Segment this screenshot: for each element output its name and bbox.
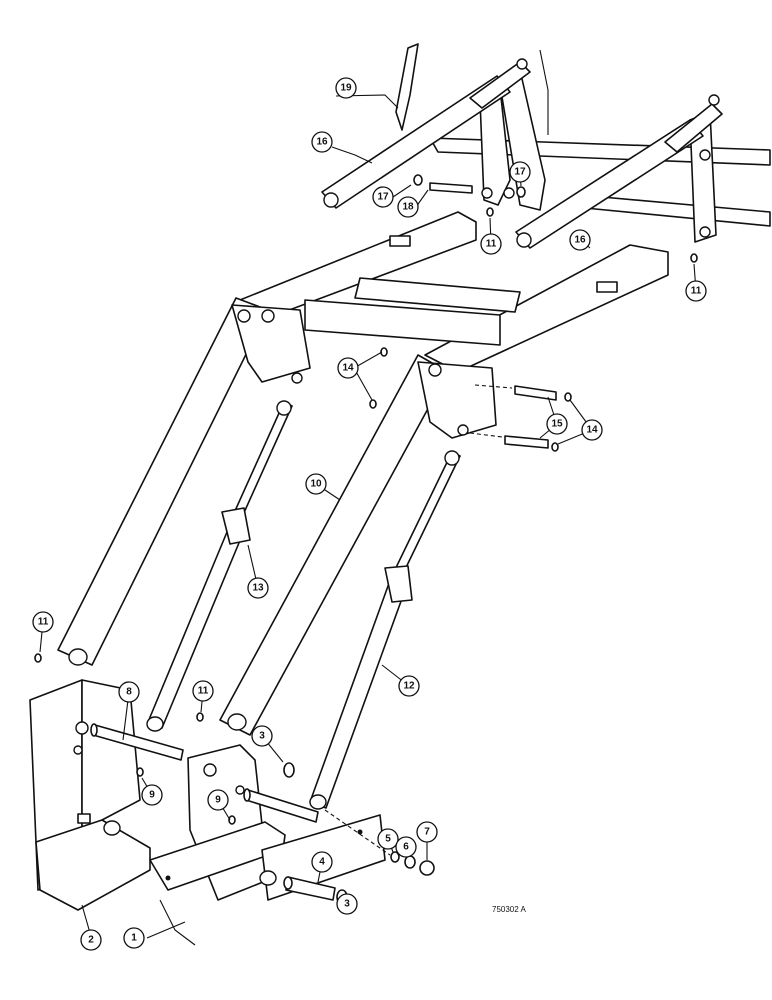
callout-label: 11 [691,286,702,297]
pin-4 [283,876,336,901]
callout-18: 18 [397,196,419,218]
callout-14: 14 [337,357,359,379]
tilt-cylinder-right [515,94,723,249]
clip-9-left [136,767,144,777]
bucket-frame [395,43,771,243]
callout-4: 4 [311,851,333,873]
callout-label: 11 [38,617,49,628]
washer [413,174,423,186]
callout-label: 1 [131,933,137,944]
callout-label: 18 [402,202,414,213]
mounting-bracket-left [29,679,151,911]
callout-label: 9 [149,790,155,801]
callout-15: 15 [546,413,568,435]
callout-7: 7 [416,821,438,843]
mounting-bracket-right [149,744,386,901]
callout-9: 9 [141,784,163,806]
callout-label: 12 [403,681,415,692]
lift-cylinder-left [146,400,293,732]
callout-11: 11 [192,680,214,702]
pivot-pin [429,182,473,194]
callout-label: 17 [377,192,389,203]
nut-6 [404,855,416,869]
callout-11: 11 [32,611,54,633]
callout-3: 3 [251,725,273,747]
washer-5 [390,851,400,863]
callout-1: 1 [123,927,145,949]
callout-label: 5 [385,834,391,845]
callout-19: 19 [335,77,357,99]
callout-label: 19 [340,83,352,94]
callout-label: 11 [198,686,209,697]
callout-label: 17 [514,167,526,178]
pin-rod-left [90,723,184,761]
clip [690,253,698,263]
figure-code: 750302 A [492,905,526,914]
callout-label: 3 [344,899,350,910]
callout-label: 15 [551,419,563,430]
washer [516,186,526,198]
callout-label: 11 [486,239,497,250]
callout-17: 17 [509,161,531,183]
callout-16: 16 [311,131,333,153]
callout-10: 10 [305,473,327,495]
callout-9: 9 [207,789,229,811]
callout-13: 13 [247,577,269,599]
callout-16: 16 [569,229,591,251]
callout-label: 16 [316,137,328,148]
callout-6: 6 [395,836,417,858]
callout-label: 4 [319,857,325,868]
callout-label: 16 [574,235,586,246]
callout-14: 14 [581,419,603,441]
callout-2: 2 [80,929,102,951]
clip-11-left [34,653,42,663]
loader-boom [57,211,669,736]
callouts: 1 2 3 3 4 5 6 7 8 9 9 10 11 11 11 11 12 … [32,77,707,951]
lift-cylinder-right [309,450,461,810]
clip [486,207,494,217]
callout-5: 5 [377,828,399,850]
callout-label: 6 [403,842,409,853]
callout-8: 8 [118,681,140,703]
callout-12: 12 [398,675,420,697]
callout-11: 11 [685,280,707,302]
pin-rod-right [243,788,319,823]
callout-11: 11 [480,233,502,255]
nut-7 [419,860,435,876]
callout-label: 14 [342,363,354,374]
callout-label: 10 [310,479,322,490]
callout-3: 3 [336,893,358,915]
callout-label: 8 [126,687,132,698]
washer-3-top [283,762,295,778]
clip-9-right [228,815,236,825]
clip-11-mid [196,712,204,722]
callout-label: 3 [259,731,265,742]
callout-label: 9 [215,795,221,806]
callout-label: 7 [424,827,430,838]
callout-17: 17 [372,186,394,208]
boom-pins [369,347,572,452]
callout-label: 13 [252,583,264,594]
callout-label: 2 [88,935,94,946]
callout-label: 14 [586,425,598,436]
tilt-cylinder-left [321,58,531,209]
